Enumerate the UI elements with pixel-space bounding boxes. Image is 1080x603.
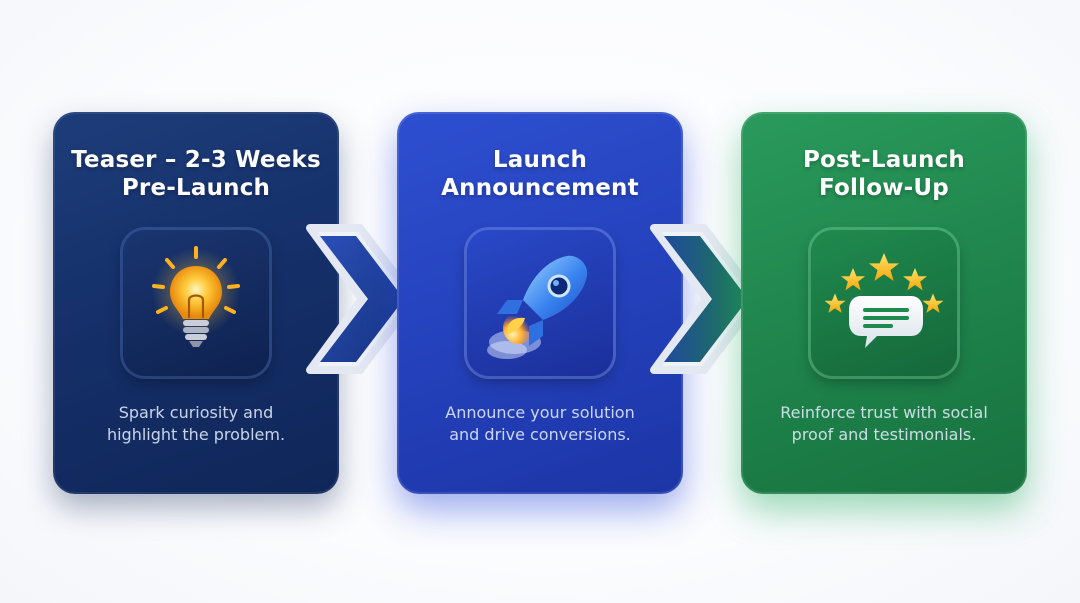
speech-bubble-stars-icon — [811, 230, 957, 376]
lightbulb-icon — [123, 230, 269, 376]
step-title-line: Teaser – 2-3 Weeks — [71, 147, 321, 173]
step-description: Announce your solution and drive convers… — [417, 402, 663, 446]
chevron-right-icon — [646, 214, 766, 384]
step-description: Spark curiosity and highlight the proble… — [73, 402, 319, 446]
step-description-line: proof and testimonials. — [791, 425, 977, 444]
step-description-line: Announce your solution — [445, 403, 635, 422]
chevron-right-icon — [302, 214, 422, 384]
step-card-launch: Launch Announcement — [397, 112, 683, 494]
step-description-line: Reinforce trust with social — [780, 403, 988, 422]
step-description-line: highlight the problem. — [106, 425, 286, 444]
step-title: Launch Announcement — [397, 146, 683, 202]
rocket-icon — [467, 230, 613, 376]
step-card-post-launch: Post-Launch Follow-Up — [741, 112, 1027, 494]
step-description-line: and drive conversions. — [449, 425, 631, 444]
step-description: Reinforce trust with social proof and te… — [761, 402, 1007, 446]
step-title-line: Follow-Up — [819, 175, 949, 201]
step-description-line: Spark curiosity and — [118, 403, 274, 422]
step-title-line: Announcement — [441, 175, 639, 201]
step-title-line: Post-Launch — [802, 147, 966, 173]
step-title: Teaser – 2-3 Weeks Pre-Launch — [53, 146, 339, 202]
step-title-line: Launch — [492, 147, 588, 173]
step-card-teaser: Teaser – 2-3 Weeks Pre-Launch — [53, 112, 339, 494]
step-title-line: Pre-Launch — [121, 175, 271, 201]
step-title: Post-Launch Follow-Up — [741, 146, 1027, 202]
